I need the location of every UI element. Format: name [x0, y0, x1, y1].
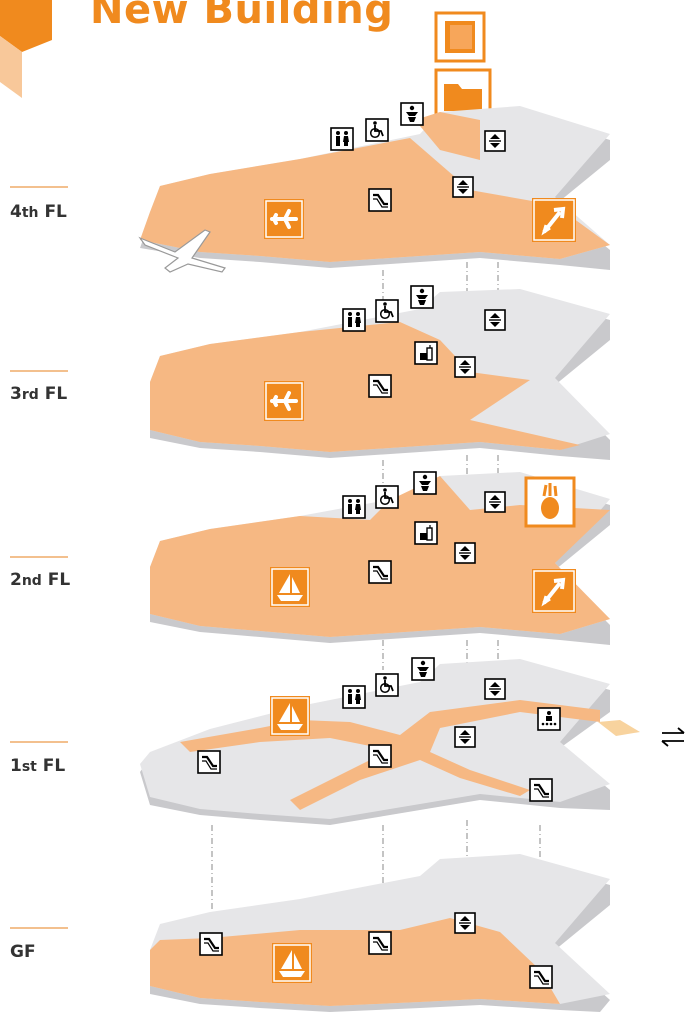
sailboat-icon[interactable] — [269, 695, 311, 737]
floor-3-rule — [10, 370, 68, 372]
baby-changing-icon[interactable] — [400, 102, 424, 126]
restroom-icon[interactable] — [330, 127, 354, 151]
cafe-icon[interactable] — [414, 521, 438, 545]
escalator-icon[interactable] — [367, 930, 393, 956]
vegetable-icon[interactable] — [524, 476, 576, 528]
page-title: New Building — [90, 0, 394, 33]
escalator-icon[interactable] — [367, 373, 393, 399]
sailboat-icon[interactable] — [271, 942, 313, 984]
floor-2-rule — [10, 556, 68, 558]
elevator-icon[interactable] — [454, 912, 476, 934]
floor-label-gf[interactable]: GF — [10, 942, 36, 962]
escalator-icon[interactable] — [528, 964, 554, 990]
book-icon[interactable] — [434, 11, 486, 63]
elevator-icon[interactable] — [484, 309, 506, 331]
restroom-icon[interactable] — [342, 308, 366, 332]
elevator-icon[interactable] — [454, 356, 476, 378]
corner-tab-graphic — [0, 0, 52, 98]
baby-changing-icon[interactable] — [413, 471, 437, 495]
elevator-icon[interactable] — [484, 130, 506, 152]
elevator-icon[interactable] — [484, 678, 506, 700]
wheelchair-icon[interactable] — [365, 118, 389, 142]
floor-label-2[interactable]: 2nd FL — [10, 570, 71, 590]
floor-4-rule — [10, 186, 68, 188]
elevator-icon[interactable] — [484, 491, 506, 513]
restroom-icon[interactable] — [342, 685, 366, 709]
escalator-icon[interactable] — [198, 931, 224, 957]
floor-label-3[interactable]: 3rd FL — [10, 384, 68, 404]
airplane-icon[interactable] — [262, 379, 306, 423]
escalator-icon[interactable] — [528, 777, 554, 803]
meeting-icon[interactable] — [537, 707, 561, 731]
restroom-icon[interactable] — [342, 495, 366, 519]
cafe-icon[interactable] — [414, 341, 438, 365]
floor-g-rule — [10, 927, 68, 929]
plane-sculpture-icon — [138, 229, 226, 273]
wheelchair-icon[interactable] — [375, 485, 399, 509]
elevator-icon[interactable] — [452, 176, 474, 198]
wheelchair-icon[interactable] — [375, 673, 399, 697]
escalator-icon[interactable] — [196, 749, 222, 775]
baby-changing-icon[interactable] — [411, 657, 435, 681]
escalator-icon[interactable] — [367, 559, 393, 585]
floor-label-1[interactable]: 1st FL — [10, 756, 66, 776]
escalator-icon[interactable] — [367, 187, 393, 213]
airplane-icon[interactable] — [262, 197, 306, 241]
exchange-arrows-icon[interactable] — [530, 567, 578, 615]
baby-changing-icon[interactable] — [410, 285, 434, 309]
escalator-icon[interactable] — [367, 743, 393, 769]
exchange-arrows-icon[interactable] — [530, 196, 578, 244]
sailboat-icon[interactable] — [269, 566, 311, 608]
elevator-icon[interactable] — [454, 542, 476, 564]
wheelchair-icon[interactable] — [375, 299, 399, 323]
floor-1-rule — [10, 741, 68, 743]
elevator-icon[interactable] — [454, 726, 476, 748]
connection-arrows-icon[interactable] — [661, 727, 685, 747]
floor-label-4[interactable]: 4th FL — [10, 202, 67, 222]
